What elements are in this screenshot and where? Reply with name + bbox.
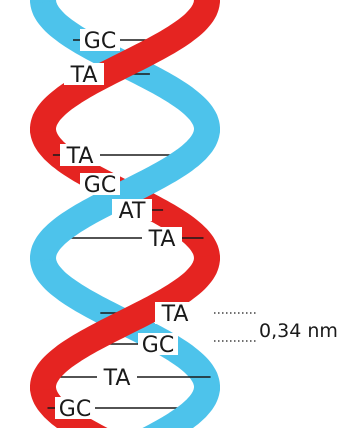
base-pair-label-background (80, 29, 120, 51)
base-pair-label-background (64, 63, 104, 85)
base-pair-label-background (60, 144, 100, 166)
base-pair-label: TA (161, 302, 189, 327)
red-strand-front-segments (30, 0, 221, 392)
base-pair-label: GC (84, 173, 116, 198)
base-pair-label-background (97, 366, 137, 388)
base-pair-label: AT (119, 199, 146, 224)
base-pair-label: TA (66, 144, 94, 169)
base-pair-label-background (138, 333, 178, 355)
rise-distance-label: 0,34 nm (259, 320, 338, 342)
base-pair-label: TA (103, 366, 131, 391)
base-pair-label-background (155, 302, 195, 324)
blue-strand-segment (142, 386, 220, 428)
base-pair-label: GC (142, 333, 174, 358)
base-pair-label-background (80, 173, 120, 195)
red-strand-segment (30, 0, 221, 134)
base-pair-label-background (142, 227, 182, 249)
blue-strand-front-segments (29, 0, 220, 428)
base-pair-label-background (55, 397, 95, 419)
rise-dimension: 0,34 nm (214, 312, 338, 342)
base-pair-label-background (112, 199, 152, 221)
red-strand-segment (30, 255, 221, 392)
base-pair-label: GC (59, 397, 91, 422)
blue-strand-segment (29, 128, 220, 261)
base-pair-label: TA (70, 63, 98, 88)
base-pair-label: GC (84, 29, 116, 54)
base-pair-label: TA (148, 227, 176, 252)
